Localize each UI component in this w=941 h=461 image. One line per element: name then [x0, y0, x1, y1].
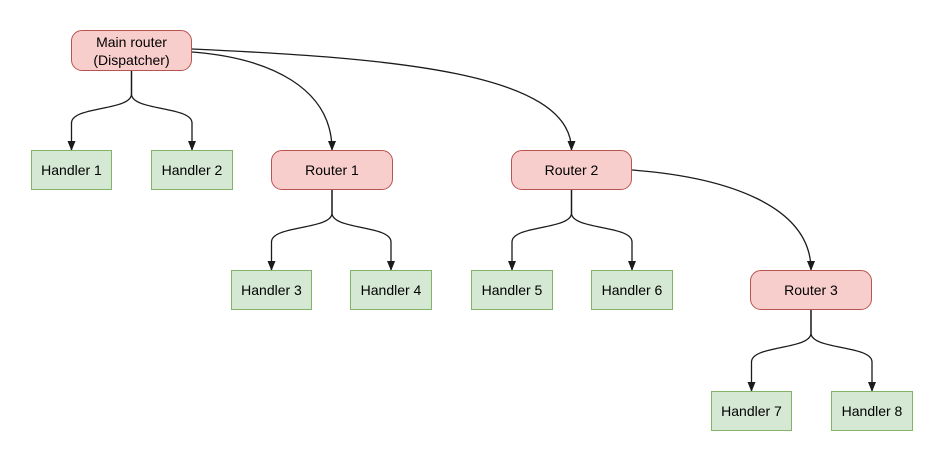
- node-main-router: Main router (Dispatcher): [71, 30, 192, 71]
- edge-router3-handler7: [747, 310, 812, 392]
- edge-main-handler2: [130, 71, 196, 151]
- edge-main-router1: [191, 51, 336, 151]
- node-handler-1-label: Handler 1: [41, 162, 102, 178]
- node-handler-5-label: Handler 5: [481, 282, 543, 298]
- edge-router2-router3: [631, 169, 815, 271]
- node-main-router-label: Main router: [96, 33, 167, 50]
- node-handler-5: Handler 5: [471, 270, 553, 310]
- node-handler-7-label: Handler 7: [721, 403, 782, 419]
- edge-router2-handler5: [508, 190, 573, 271]
- node-main-router-sublabel: (Dispatcher): [93, 51, 170, 68]
- node-router-1-label: Router 1: [305, 162, 359, 178]
- node-router-2-label: Router 2: [544, 162, 599, 178]
- node-handler-2: Handler 2: [151, 150, 233, 190]
- edge-main-router2: [191, 48, 576, 151]
- node-router-1: Router 1: [271, 150, 393, 190]
- edge-router3-handler8: [810, 310, 876, 392]
- node-handler-6: Handler 6: [591, 270, 673, 310]
- node-handler-2-label: Handler 2: [161, 162, 223, 178]
- edge-main-handler1: [67, 71, 133, 151]
- node-handler-8-label: Handler 8: [841, 403, 903, 419]
- edge-router1-handler3: [267, 190, 333, 271]
- edge-router2-handler6: [570, 190, 636, 271]
- node-handler-1: Handler 1: [31, 150, 112, 190]
- node-router-3: Router 3: [750, 270, 872, 310]
- node-handler-3-label: Handler 3: [241, 282, 302, 298]
- node-handler-6-label: Handler 6: [601, 282, 663, 298]
- node-handler-4: Handler 4: [350, 270, 432, 310]
- node-handler-3: Handler 3: [231, 270, 312, 310]
- node-handler-8: Handler 8: [831, 391, 913, 431]
- node-router-3-label: Router 3: [784, 282, 838, 298]
- edge-router1-handler4: [331, 190, 395, 271]
- node-router-2: Router 2: [511, 150, 632, 190]
- node-handler-7: Handler 7: [711, 391, 792, 431]
- node-handler-4-label: Handler 4: [360, 282, 422, 298]
